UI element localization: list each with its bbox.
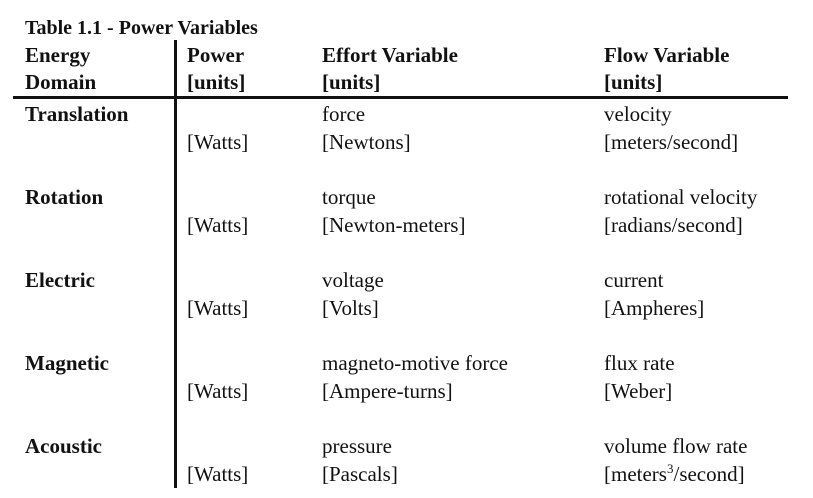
flow-units-acoustic-prefix: [meters (604, 462, 667, 486)
row-flow-units-translation: [meters/second] (604, 130, 739, 154)
row-flow-units-magnetic: [Weber] (604, 379, 673, 403)
row-effort-translation: force (322, 102, 366, 126)
row-domain-electric: Electric (25, 268, 95, 292)
row-domain-rotation: Rotation (25, 185, 104, 209)
row-flow-rotation: rotational velocity (604, 185, 758, 209)
row-flow-electric: current (604, 268, 664, 292)
flow-units-acoustic-exponent: 3 (666, 461, 674, 476)
header-effort-line2: [units] (322, 70, 381, 94)
row-power-units-acoustic: [Watts] (187, 462, 249, 486)
row-flow-translation: velocity (604, 102, 672, 126)
column-divider (174, 40, 177, 488)
row-effort-rotation: torque (322, 185, 376, 209)
row-flow-magnetic: flux rate (604, 351, 675, 375)
flow-units-acoustic-suffix: /second] (673, 462, 745, 486)
row-effort-units-rotation: [Newton-meters] (322, 213, 466, 237)
header-power-line1: Power (187, 43, 245, 67)
table-title: Table 1.1 - Power Variables (25, 17, 258, 39)
row-effort-units-translation: [Newtons] (322, 130, 411, 154)
row-effort-electric: voltage (322, 268, 384, 292)
header-flow-line2: [units] (604, 70, 663, 94)
row-effort-magnetic: magneto-motive force (322, 351, 509, 375)
row-flow-units-acoustic: [meters3/second] (604, 461, 745, 486)
row-effort-acoustic: pressure (322, 434, 392, 458)
header-divider (13, 96, 788, 99)
row-power-units-translation: [Watts] (187, 130, 249, 154)
row-flow-units-electric: [Ampheres] (604, 296, 705, 320)
header-effort-line1: Effort Variable (322, 43, 458, 67)
row-power-units-rotation: [Watts] (187, 213, 249, 237)
row-power-units-magnetic: [Watts] (187, 379, 249, 403)
header-flow-line1: Flow Variable (604, 43, 730, 67)
row-flow-acoustic: volume flow rate (604, 434, 748, 458)
row-power-units-electric: [Watts] (187, 296, 249, 320)
row-domain-translation: Translation (25, 102, 129, 126)
row-effort-units-acoustic: [Pascals] (322, 462, 398, 486)
header-energy-domain-line1: Energy (25, 43, 91, 67)
row-flow-units-rotation: [radians/second] (604, 213, 743, 237)
header-energy-domain-line2: Domain (25, 70, 97, 94)
header-power-line2: [units] (187, 70, 246, 94)
row-domain-magnetic: Magnetic (25, 351, 109, 375)
row-effort-units-electric: [Volts] (322, 296, 379, 320)
row-domain-acoustic: Acoustic (25, 434, 102, 458)
row-effort-units-magnetic: [Ampere-turns] (322, 379, 453, 403)
